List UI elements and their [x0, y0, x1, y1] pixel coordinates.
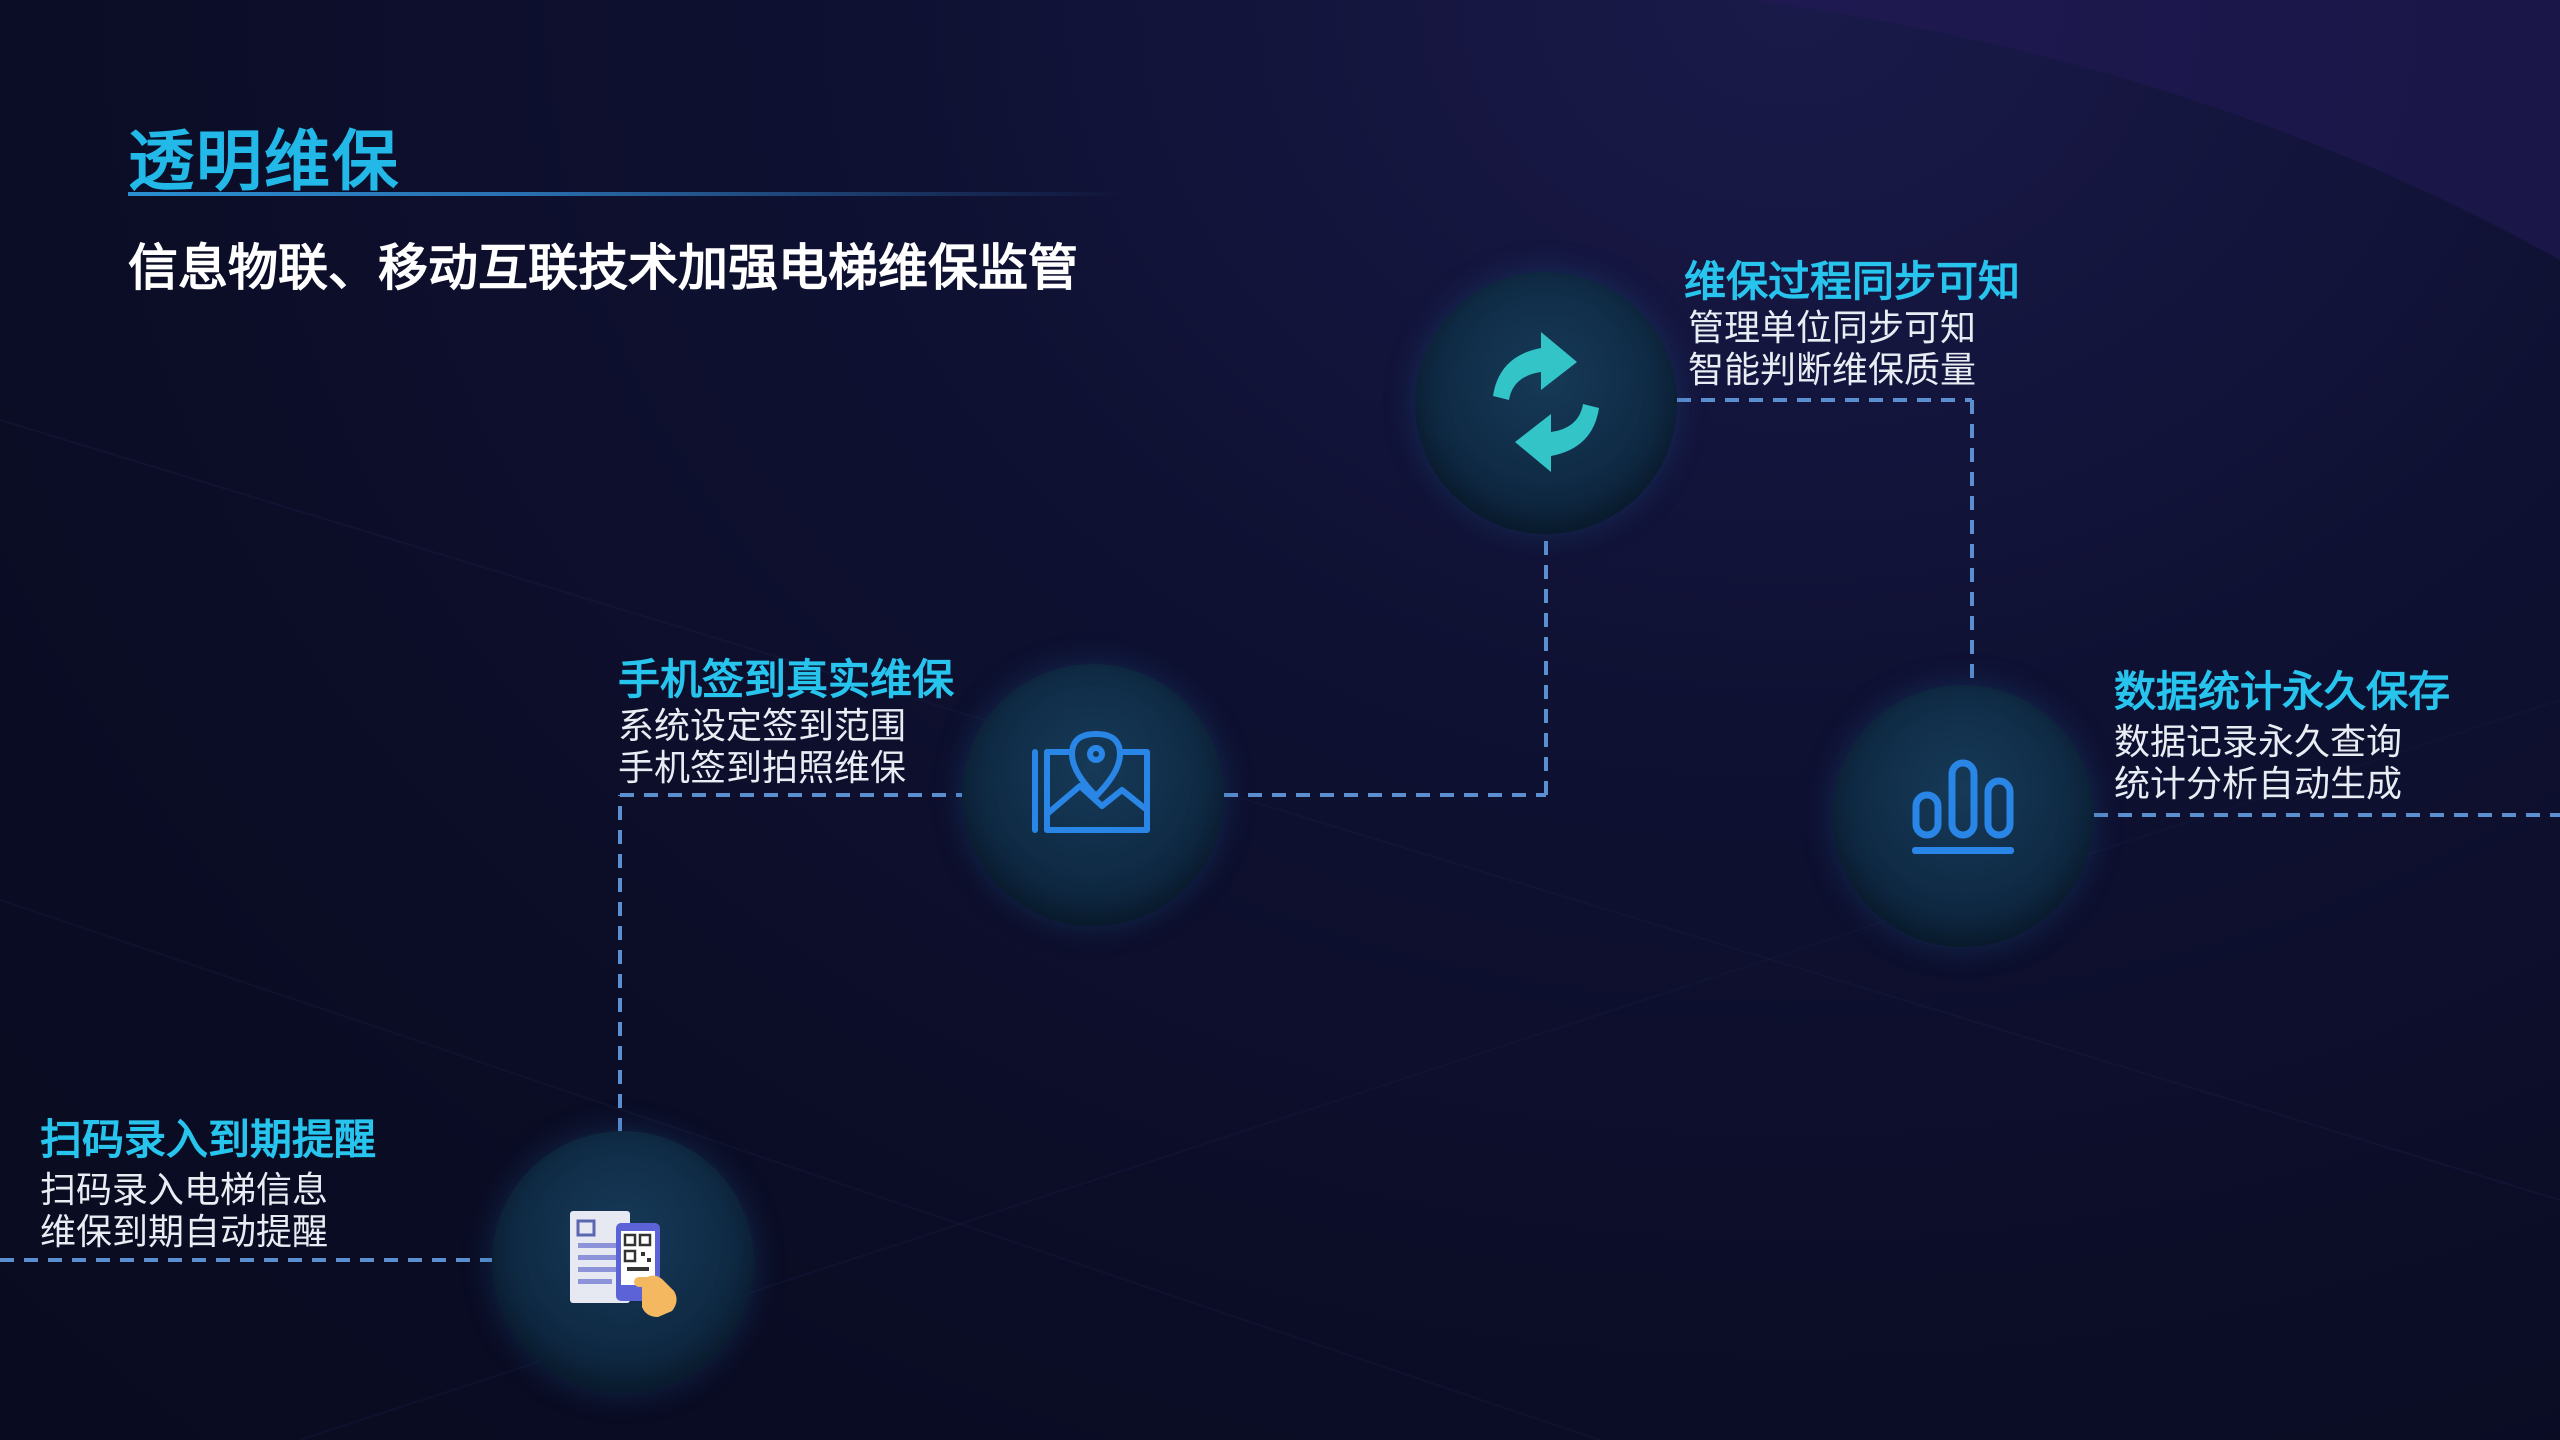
page-title: 透明维保	[128, 123, 400, 200]
step-3-line-1: 管理单位同步可知	[1688, 308, 1977, 349]
step-2-title: 手机签到真实维保	[618, 655, 955, 704]
step-2-circle	[962, 664, 1224, 926]
step-4-title: 数据统计永久保存	[2114, 667, 2451, 716]
step-3-title: 维保过程同步可知	[1684, 257, 2021, 306]
step-1-line-2: 维保到期自动提醒	[40, 1212, 329, 1253]
step-1-line-1: 扫码录入电梯信息	[40, 1170, 329, 1211]
step-2-line-2: 手机签到拍照维保	[618, 748, 907, 789]
step-3-line-2: 智能判断维保质量	[1688, 350, 1977, 391]
step-3-circle	[1415, 272, 1677, 534]
sync-arrows-icon	[1493, 332, 1599, 472]
step-4-line-1: 数据记录永久查询	[2114, 722, 2403, 763]
bar-chart-icon	[1912, 759, 2014, 854]
step-1-circle	[492, 1131, 754, 1393]
step-4-line-2: 统计分析自动生成	[2114, 764, 2403, 805]
page-subtitle: 信息物联、移动互联技术加强电梯维保监管	[128, 239, 1078, 297]
step-1-title: 扫码录入到期提醒	[40, 1115, 377, 1164]
map-location-icon	[1032, 731, 1150, 833]
step-2-line-1: 系统设定签到范围	[618, 706, 907, 747]
step-4-circle	[1832, 685, 2094, 947]
title-underline	[128, 192, 1128, 196]
qr-scan-phone-icon	[570, 1211, 677, 1317]
